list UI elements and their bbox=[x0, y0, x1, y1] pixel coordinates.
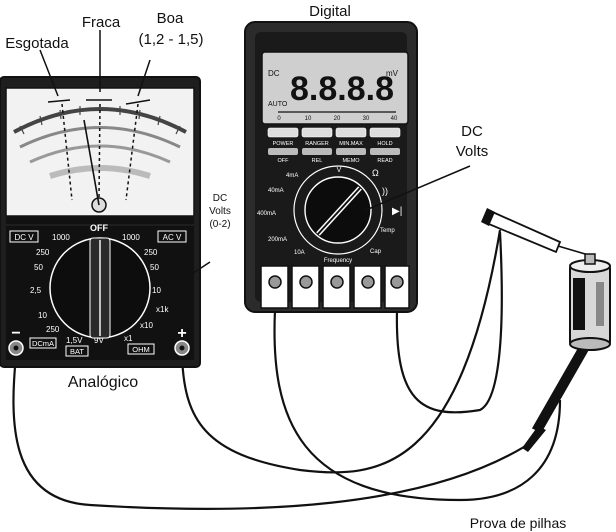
label-prova-de-pilhas: Prova de pilhas bbox=[470, 515, 567, 531]
digital-display bbox=[261, 51, 409, 125]
digital-jack-5[interactable] bbox=[390, 275, 404, 289]
red-probe bbox=[481, 208, 593, 257]
off-function-label: OFF bbox=[278, 158, 290, 164]
analog-left-1000: 1000 bbox=[52, 233, 70, 242]
label-fraca: Fraca bbox=[82, 14, 121, 31]
analog-left-250: 250 bbox=[36, 248, 50, 257]
label-dc-volts-digital-1: DC bbox=[461, 123, 483, 140]
analog-right-250: 250 bbox=[144, 248, 158, 257]
hold-button[interactable] bbox=[369, 127, 401, 138]
digital-jack-3[interactable] bbox=[330, 275, 344, 289]
continuity-icon: )) bbox=[382, 186, 388, 196]
diode-icon: ▶| bbox=[392, 206, 402, 217]
analog-bottom-250: 250 bbox=[46, 325, 60, 334]
analog-right-50: 50 bbox=[150, 263, 159, 272]
analog-right-10: 10 bbox=[152, 286, 161, 295]
minmax-button[interactable] bbox=[335, 127, 367, 138]
analog-plus-label: + bbox=[177, 325, 186, 342]
digital-bar-30: 30 bbox=[363, 116, 370, 122]
hold-button-label: HOLD bbox=[377, 141, 392, 147]
analog-ohm-x1: x1 bbox=[124, 334, 133, 343]
label-dc-volts-digital-2: Volts bbox=[456, 143, 489, 160]
rel-function-label: REL bbox=[312, 158, 323, 164]
digital-dial-ring bbox=[293, 165, 383, 255]
label-dc-volts-analog-1: DC bbox=[213, 193, 227, 204]
analog-left-50: 50 bbox=[34, 263, 43, 272]
analog-minus-label: − bbox=[11, 325, 20, 342]
dial-temp-label: Temp bbox=[380, 228, 395, 234]
analog-left-10: 10 bbox=[38, 311, 47, 320]
dial-ohm-label: Ω bbox=[372, 168, 379, 178]
digital-meter: DC 8.8.8.8 mV AUTO 0 10 20 30 40 POWER R… bbox=[244, 21, 418, 313]
analog-black-lead bbox=[12, 354, 536, 511]
ranger-button[interactable] bbox=[301, 127, 333, 138]
analog-red-lead bbox=[180, 229, 502, 474]
minmax-button-label: MIN.MAX bbox=[339, 141, 363, 147]
digital-display-value: 8.8.8.8 bbox=[290, 70, 394, 108]
label-digital: Digital bbox=[309, 3, 351, 20]
label-esgotada: Esgotada bbox=[5, 35, 69, 52]
analog-ohm-x1k: x1k bbox=[156, 305, 169, 314]
digital-black-lead bbox=[273, 309, 562, 502]
dial-400ma-label: 400mA bbox=[257, 211, 276, 217]
analog-dcma-label: DCmA bbox=[32, 339, 54, 348]
analog-bat-label: BAT bbox=[70, 347, 84, 356]
digital-jack-1[interactable] bbox=[268, 275, 282, 289]
read-function-label: READ bbox=[377, 158, 392, 164]
label-boa-range: (1,2 - 1,5) bbox=[138, 31, 203, 48]
label-analogico: Analógico bbox=[68, 374, 138, 391]
label-dc-volts-analog-2: Volts bbox=[209, 206, 231, 217]
annotation-leaders bbox=[39, 30, 471, 296]
dial-10a-label: 10A bbox=[294, 250, 305, 256]
dial-40ma-label: 40mA bbox=[268, 188, 284, 194]
digital-jacks bbox=[260, 265, 410, 309]
analog-bottom-15v: 1,5V bbox=[66, 336, 83, 345]
dial-v-label: V bbox=[337, 167, 342, 174]
dial-frequency-label: Frequency bbox=[324, 258, 352, 264]
analog-left-25: 2,5 bbox=[30, 286, 42, 295]
digital-red-lead bbox=[395, 231, 503, 414]
digital-bar-10: 10 bbox=[305, 116, 312, 122]
analog-right-1000: 1000 bbox=[122, 233, 140, 242]
analog-bottom-9v: 9V bbox=[94, 336, 104, 345]
label-boa: Boa bbox=[157, 10, 184, 27]
battery bbox=[569, 253, 611, 351]
analog-acv-label: AC V bbox=[163, 233, 182, 242]
analog-meter: OFF DC V AC V 1000 250 50 2,5 10 1000 25… bbox=[0, 76, 201, 368]
digital-dc-indicator: DC bbox=[268, 69, 280, 78]
digital-auto-indicator: AUTO bbox=[268, 101, 288, 108]
digital-jack-4[interactable] bbox=[361, 275, 375, 289]
digital-bar-40: 40 bbox=[391, 116, 398, 122]
label-dc-volts-analog-3: (0-2) bbox=[209, 219, 230, 230]
dial-4ma-label: 4mA bbox=[286, 173, 298, 179]
power-button-label: POWER bbox=[273, 141, 294, 147]
analog-off-label: OFF bbox=[90, 223, 108, 233]
digital-unit: mV bbox=[386, 69, 399, 78]
digital-buttons: POWER RANGER MIN.MAX HOLD OFF REL MEMO R… bbox=[267, 127, 401, 164]
power-button[interactable] bbox=[267, 127, 299, 138]
analog-ohm-label: OHM bbox=[132, 345, 150, 354]
test-leads bbox=[12, 229, 562, 511]
analog-ohm-x10: x10 bbox=[140, 321, 153, 330]
dial-200ma-label: 200mA bbox=[268, 237, 287, 243]
digital-jack-2[interactable] bbox=[299, 275, 313, 289]
memo-function-label: MEMO bbox=[342, 158, 360, 164]
analog-dcv-label: DC V bbox=[14, 233, 34, 242]
digital-bar-0: 0 bbox=[277, 116, 281, 122]
ranger-button-label: RANGER bbox=[305, 141, 329, 147]
digital-bar-20: 20 bbox=[334, 116, 341, 122]
dial-cap-label: Cap bbox=[370, 249, 382, 255]
